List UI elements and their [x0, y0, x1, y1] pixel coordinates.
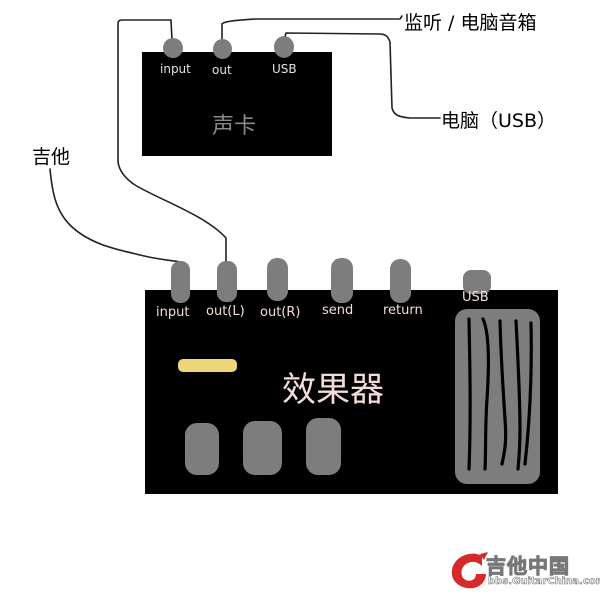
- effects-usb-label: USB: [462, 290, 489, 305]
- sound-card: [142, 52, 332, 156]
- computer-usb-label: 电脑（USB）: [441, 110, 557, 132]
- effects-outR-jack[interactable]: [267, 258, 288, 301]
- watermark-logo: 吉他中国 bbs.GuitarChina.com: [446, 548, 600, 594]
- effects-input-jack[interactable]: [171, 261, 190, 303]
- soundcard-usb-jack[interactable]: [274, 36, 294, 58]
- soundcard-out-jack[interactable]: [213, 39, 232, 59]
- soundcard-out-label: out: [212, 63, 232, 77]
- effects-return-label: return: [383, 303, 423, 318]
- watermark-name: 吉他中国: [486, 554, 570, 579]
- soundcard-title: 声卡: [212, 114, 257, 139]
- effects-title: 效果器: [282, 370, 384, 410]
- soundcard-usb-label: USB: [272, 62, 297, 76]
- effects-send-label: send: [322, 303, 354, 318]
- effects-return-jack[interactable]: [390, 259, 411, 303]
- dragon-logo-icon: [451, 552, 488, 589]
- wire-soundcard-out-to-monitor: [221, 15, 403, 43]
- guitar-label: 吉他: [32, 146, 71, 168]
- pedal-grip-icon: [467, 317, 533, 471]
- footswitch-3[interactable]: [306, 418, 341, 475]
- effects-input-label: input: [156, 305, 190, 320]
- effects-outL-label: out(L): [206, 304, 245, 319]
- footswitch-2[interactable]: [243, 421, 282, 475]
- soundcard-input-label: input: [160, 62, 191, 76]
- watermark-url: bbs.GuitarChina.com: [488, 576, 600, 588]
- soundcard-input-jack[interactable]: [163, 38, 183, 58]
- wire-guitar-to-effects-input: [49, 168, 183, 267]
- effects-outR-label: out(R): [260, 305, 301, 320]
- effects-outL-jack[interactable]: [217, 261, 237, 302]
- effects-usb-jack[interactable]: [463, 270, 491, 294]
- effects-send-jack[interactable]: [331, 258, 353, 303]
- monitor-speakers-label: 监听 / 电脑音箱: [404, 12, 537, 34]
- expression-pedal[interactable]: [455, 309, 540, 484]
- led-indicator: [178, 359, 237, 372]
- footswitch-1[interactable]: [185, 423, 219, 475]
